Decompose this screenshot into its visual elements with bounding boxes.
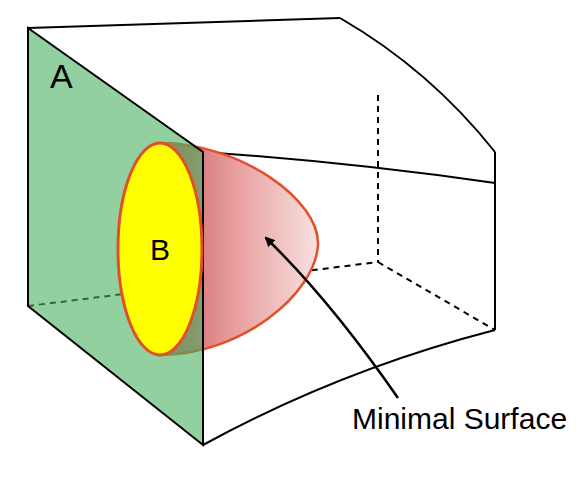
surface-label: Minimal Surface xyxy=(352,402,567,436)
text-holder: A xyxy=(50,58,73,95)
region-letter: B xyxy=(150,233,170,266)
boundary-face-shape xyxy=(28,28,203,445)
region-ellipse-shape xyxy=(118,143,202,355)
region-ellipse: B xyxy=(118,143,202,355)
boundary-face: AB xyxy=(28,28,203,445)
region-letter: A xyxy=(50,58,73,95)
text-holder: B xyxy=(118,143,202,355)
